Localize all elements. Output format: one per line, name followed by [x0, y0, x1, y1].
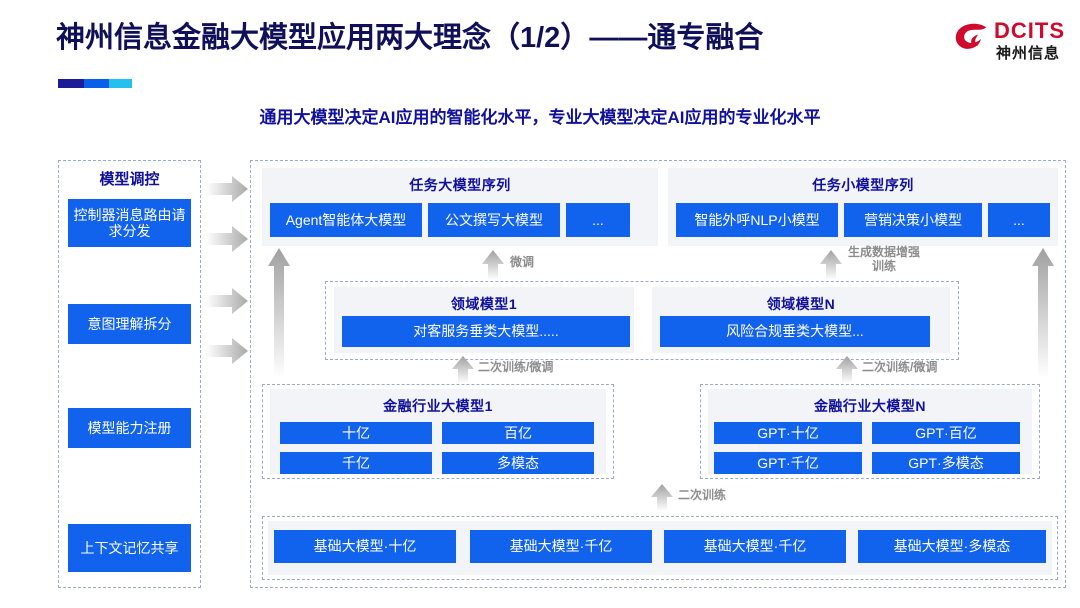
sidebar-item-intent-parsing[interactable]: 意图理解拆分: [68, 304, 191, 344]
domain-box-customer-service[interactable]: 对客服务垂类大模型.....: [342, 316, 630, 347]
accent-bar: [58, 79, 132, 88]
sidebar-frame: [58, 160, 201, 588]
accent-segment-2: [84, 79, 109, 88]
sidebar-item-label: 意图理解拆分: [87, 315, 172, 332]
panel-title: 领域模型N: [766, 296, 836, 312]
box-label: Agent智能体大模型: [285, 211, 407, 228]
logo-wordmark: DCITS: [994, 18, 1065, 43]
base-box-multimodal[interactable]: 基础大模型·多模态: [858, 530, 1046, 563]
flow-label-augment-right: 生成数据增强 训练: [848, 245, 921, 273]
base-box-100b-a[interactable]: 基础大模型·千亿: [470, 530, 652, 563]
industry-box-gpt-100b[interactable]: GPT·千亿: [714, 452, 862, 474]
task-box-more-right[interactable]: ...: [988, 203, 1050, 237]
sidebar-item-capability-registry[interactable]: 模型能力注册: [68, 408, 191, 448]
box-label: 基础大模型·十亿: [313, 538, 417, 555]
task-box-marketing-decision[interactable]: 营销决策小模型: [844, 203, 982, 237]
flow-label-retrain-left: 二次训练/微调: [478, 360, 554, 374]
box-label: GPT·多模态: [908, 454, 984, 471]
dcits-logo: DCITS 神州信息: [954, 18, 1070, 70]
flow-label-finetune-left: 微调: [510, 255, 535, 269]
base-box-1b[interactable]: 基础大模型·十亿: [274, 530, 456, 563]
box-label: 基础大模型·千亿: [703, 538, 807, 555]
sidebar-item-controller-routing[interactable]: 控制器消息路由请求分发: [68, 199, 191, 247]
task-box-document-writing[interactable]: 公文撰写大模型: [428, 203, 560, 237]
industry-box-10b[interactable]: 百亿: [442, 422, 594, 444]
flow-arrow-up-finetune-left: [482, 250, 504, 280]
box-label: 多模态: [497, 454, 539, 471]
box-label: 千亿: [342, 454, 370, 471]
industry-box-multimodal[interactable]: 多模态: [442, 452, 594, 474]
domain-box-risk-compliance[interactable]: 风险合规垂类大模型...: [660, 316, 930, 347]
box-label: 基础大模型·千亿: [509, 538, 613, 555]
sidebar-item-label: 控制器消息路由请求分发: [73, 206, 186, 239]
domain-models-frame: [325, 281, 959, 360]
industry-box-gpt-10b[interactable]: GPT·百亿: [872, 422, 1020, 444]
box-label: GPT·千亿: [757, 454, 819, 471]
box-label: 基础大模型·多模态: [893, 538, 1011, 555]
panel-title: 金融行业大模型N: [813, 398, 927, 414]
industry-frame-1: [262, 384, 614, 479]
box-label: 风险合规垂类大模型...: [726, 323, 864, 340]
box-label: GPT·百亿: [915, 424, 977, 441]
flow-arrow-right-2: [206, 226, 248, 252]
accent-segment-1: [58, 79, 84, 88]
flow-arrow-up-retrain-bottom: [651, 484, 673, 511]
flow-arrow-right-1: [206, 176, 248, 202]
logo-subtext: 神州信息: [996, 45, 1061, 62]
flow-arrow-right-4: [206, 338, 248, 364]
box-label: 营销决策小模型: [864, 211, 962, 228]
industry-box-100b[interactable]: 千亿: [280, 452, 432, 474]
panel-title: 任务小模型序列: [812, 177, 914, 193]
sidebar-item-label: 模型能力注册: [87, 419, 172, 436]
box-label: ...: [592, 211, 604, 228]
flow-arrow-up-retrain-left: [452, 356, 474, 383]
flow-arrow-up-long-left: [268, 248, 290, 378]
flow-arrow-up-retrain-right: [836, 356, 858, 383]
accent-segment-3: [109, 79, 132, 88]
box-label: 十亿: [342, 424, 370, 441]
box-label: 公文撰写大模型: [445, 211, 543, 228]
sidebar-item-label: 上下文记忆共享: [80, 539, 179, 556]
industry-box-1b[interactable]: 十亿: [280, 422, 432, 444]
flow-arrow-up-augment-right: [820, 250, 842, 280]
page-subtitle: 通用大模型决定AI应用的智能化水平，专业大模型决定AI应用的专业化水平: [259, 108, 821, 127]
industry-box-gpt-1b[interactable]: GPT·十亿: [714, 422, 862, 444]
swoosh-icon: [955, 23, 987, 49]
sidebar-item-context-memory[interactable]: 上下文记忆共享: [68, 524, 191, 572]
base-box-100b-b[interactable]: 基础大模型·千亿: [664, 530, 846, 563]
flow-arrow-up-long-right: [1032, 248, 1054, 378]
box-label: 智能外呼NLP小模型: [694, 211, 820, 228]
main-architecture-frame: [250, 160, 1066, 588]
page-title: 神州信息金融大模型应用两大理念（1/2）——通专融合: [56, 22, 764, 54]
industry-box-gpt-multimodal[interactable]: GPT·多模态: [872, 452, 1020, 474]
panel-title: 领域模型1: [450, 296, 518, 312]
box-label: 百亿: [504, 424, 532, 441]
box-label: GPT·十亿: [757, 424, 819, 441]
flow-arrow-right-3: [206, 288, 248, 314]
task-box-more-left[interactable]: ...: [566, 203, 630, 237]
panel-title: 金融行业大模型1: [383, 398, 493, 414]
box-label: 对客服务垂类大模型.....: [413, 323, 559, 340]
industry-frame-n: [700, 384, 1040, 479]
base-models-frame: [262, 516, 1058, 580]
flow-label-retrain-right: 二次训练/微调: [862, 360, 938, 374]
task-box-nlp-outbound[interactable]: 智能外呼NLP小模型: [676, 203, 838, 237]
sidebar-heading: 模型调控: [99, 171, 160, 188]
flow-label-retrain-bottom: 二次训练: [678, 488, 727, 502]
panel-title: 任务大模型序列: [409, 177, 511, 193]
box-label: ...: [1013, 211, 1025, 228]
task-box-agent[interactable]: Agent智能体大模型: [270, 203, 422, 237]
